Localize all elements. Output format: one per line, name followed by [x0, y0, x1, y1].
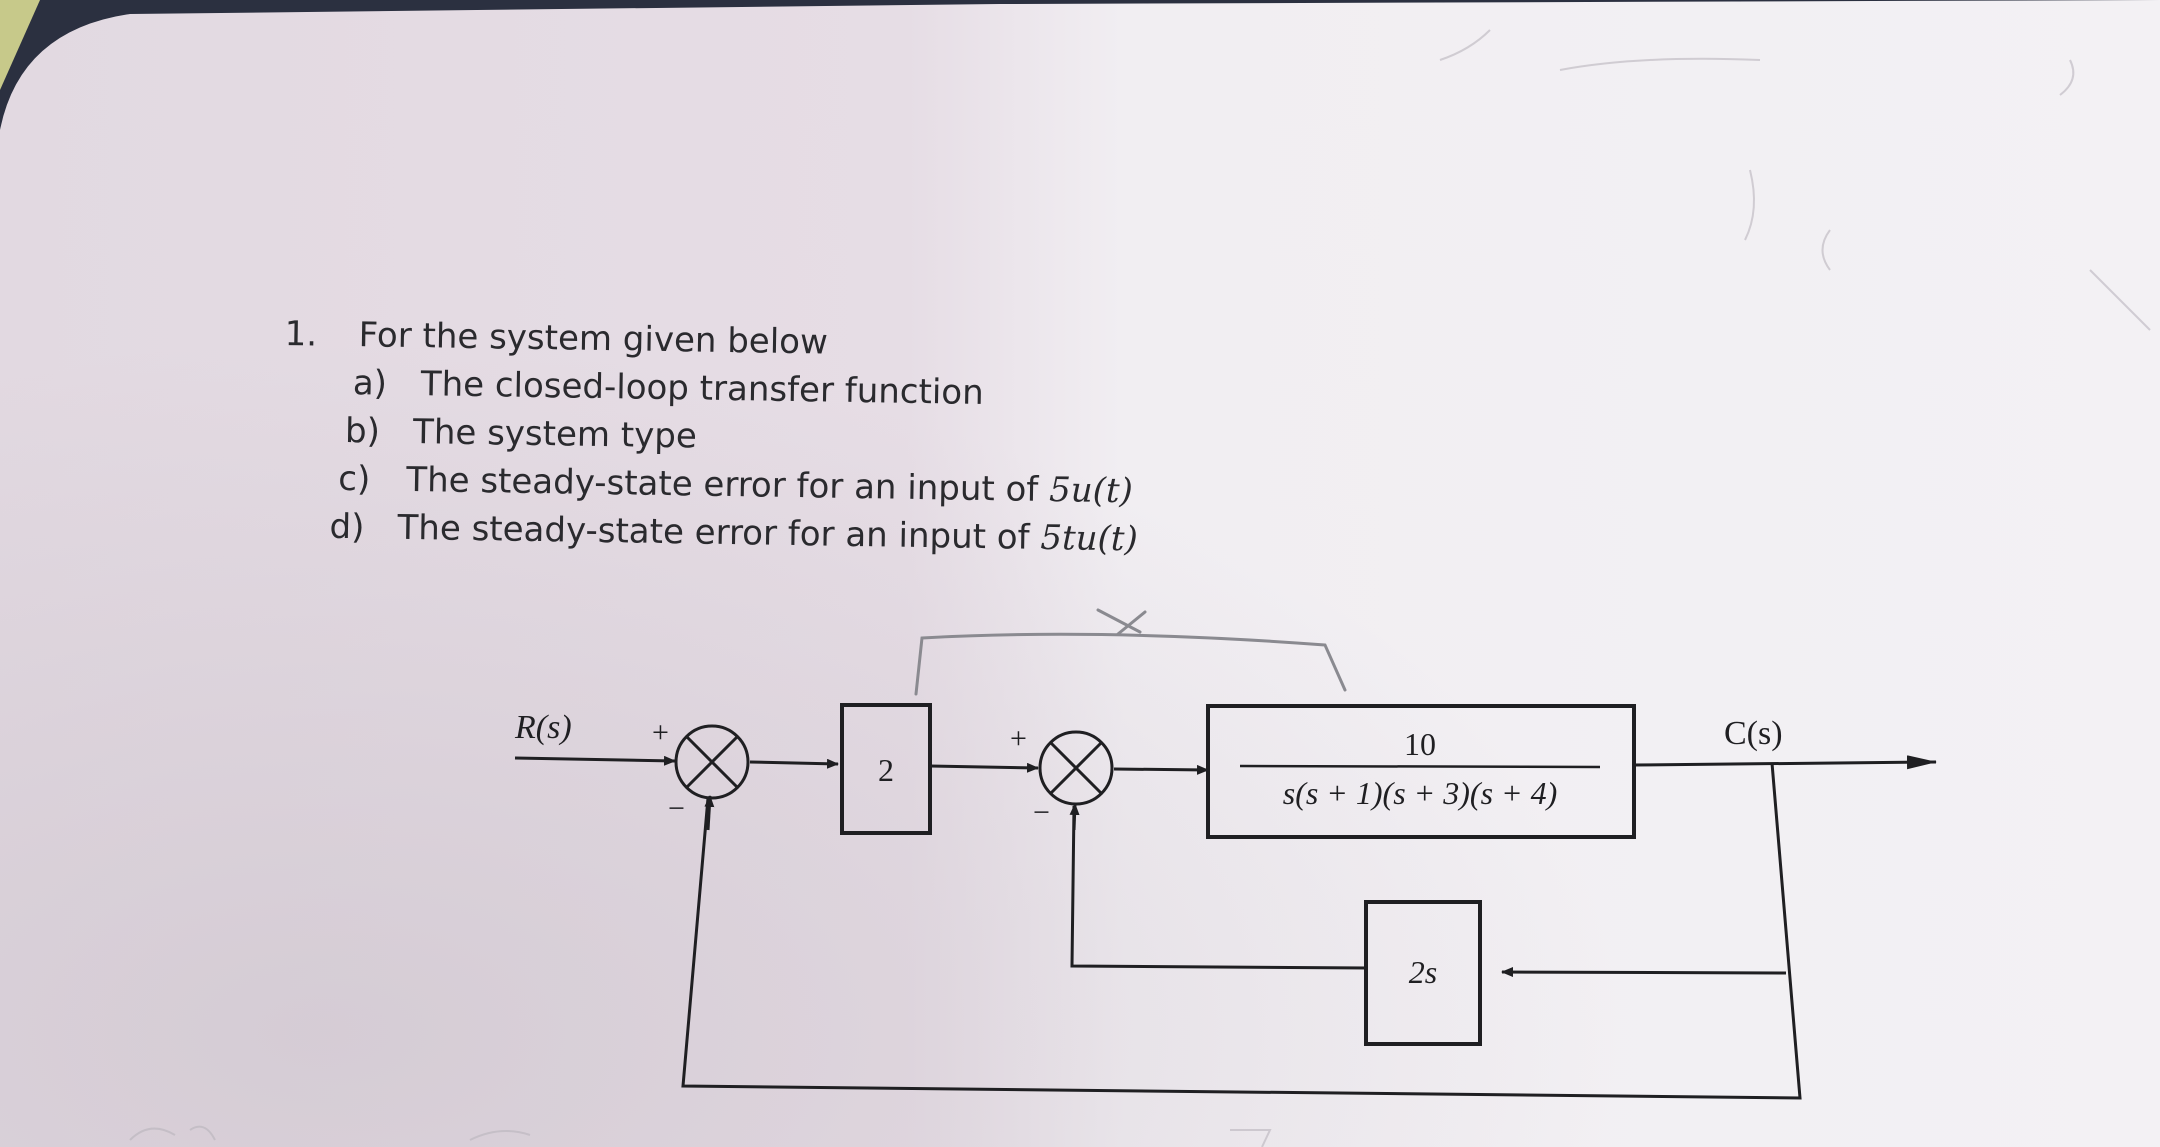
- gain-block: [840, 703, 932, 835]
- summing-junction-1: [674, 724, 750, 800]
- output-signal-label: C(s): [1724, 715, 1783, 752]
- sum1-plus-sign: +: [652, 716, 669, 749]
- sum2-minus-sign: −: [1033, 796, 1050, 829]
- inner-feedback-block: [1364, 900, 1482, 1046]
- plant-numerator: 10: [1404, 726, 1436, 762]
- inner-feedback-block-value: 2s: [1409, 954, 1437, 990]
- output-signal-line: [1633, 755, 1937, 770]
- gain-block-value: 2: [878, 752, 894, 788]
- signal-line: [1113, 764, 1209, 775]
- pencil-annotation: [914, 608, 1347, 696]
- signal-line: [749, 758, 839, 769]
- inner-feedback-takeoff: [1501, 967, 1787, 978]
- plant-denominator: s(s + 1)(s + 3)(s + 4): [1283, 775, 1558, 811]
- outer-feedback-arrow: [704, 795, 715, 831]
- input-signal-line: [514, 755, 676, 766]
- signal-line: [929, 762, 1039, 773]
- inner-feedback-path: [1070, 805, 1369, 970]
- plant-block: [1206, 704, 1636, 839]
- inner-feedback-arrow: [1069, 803, 1080, 831]
- plant-fraction-bar: [1239, 764, 1601, 769]
- summing-junction-2: [1038, 730, 1114, 806]
- input-signal-label: R(s): [514, 709, 572, 746]
- outer-feedback-path: [681, 762, 1802, 1100]
- sum1-minus-sign: −: [668, 792, 685, 825]
- pencil-marks: [129, 29, 2151, 1147]
- sum2-plus-sign: +: [1010, 722, 1027, 755]
